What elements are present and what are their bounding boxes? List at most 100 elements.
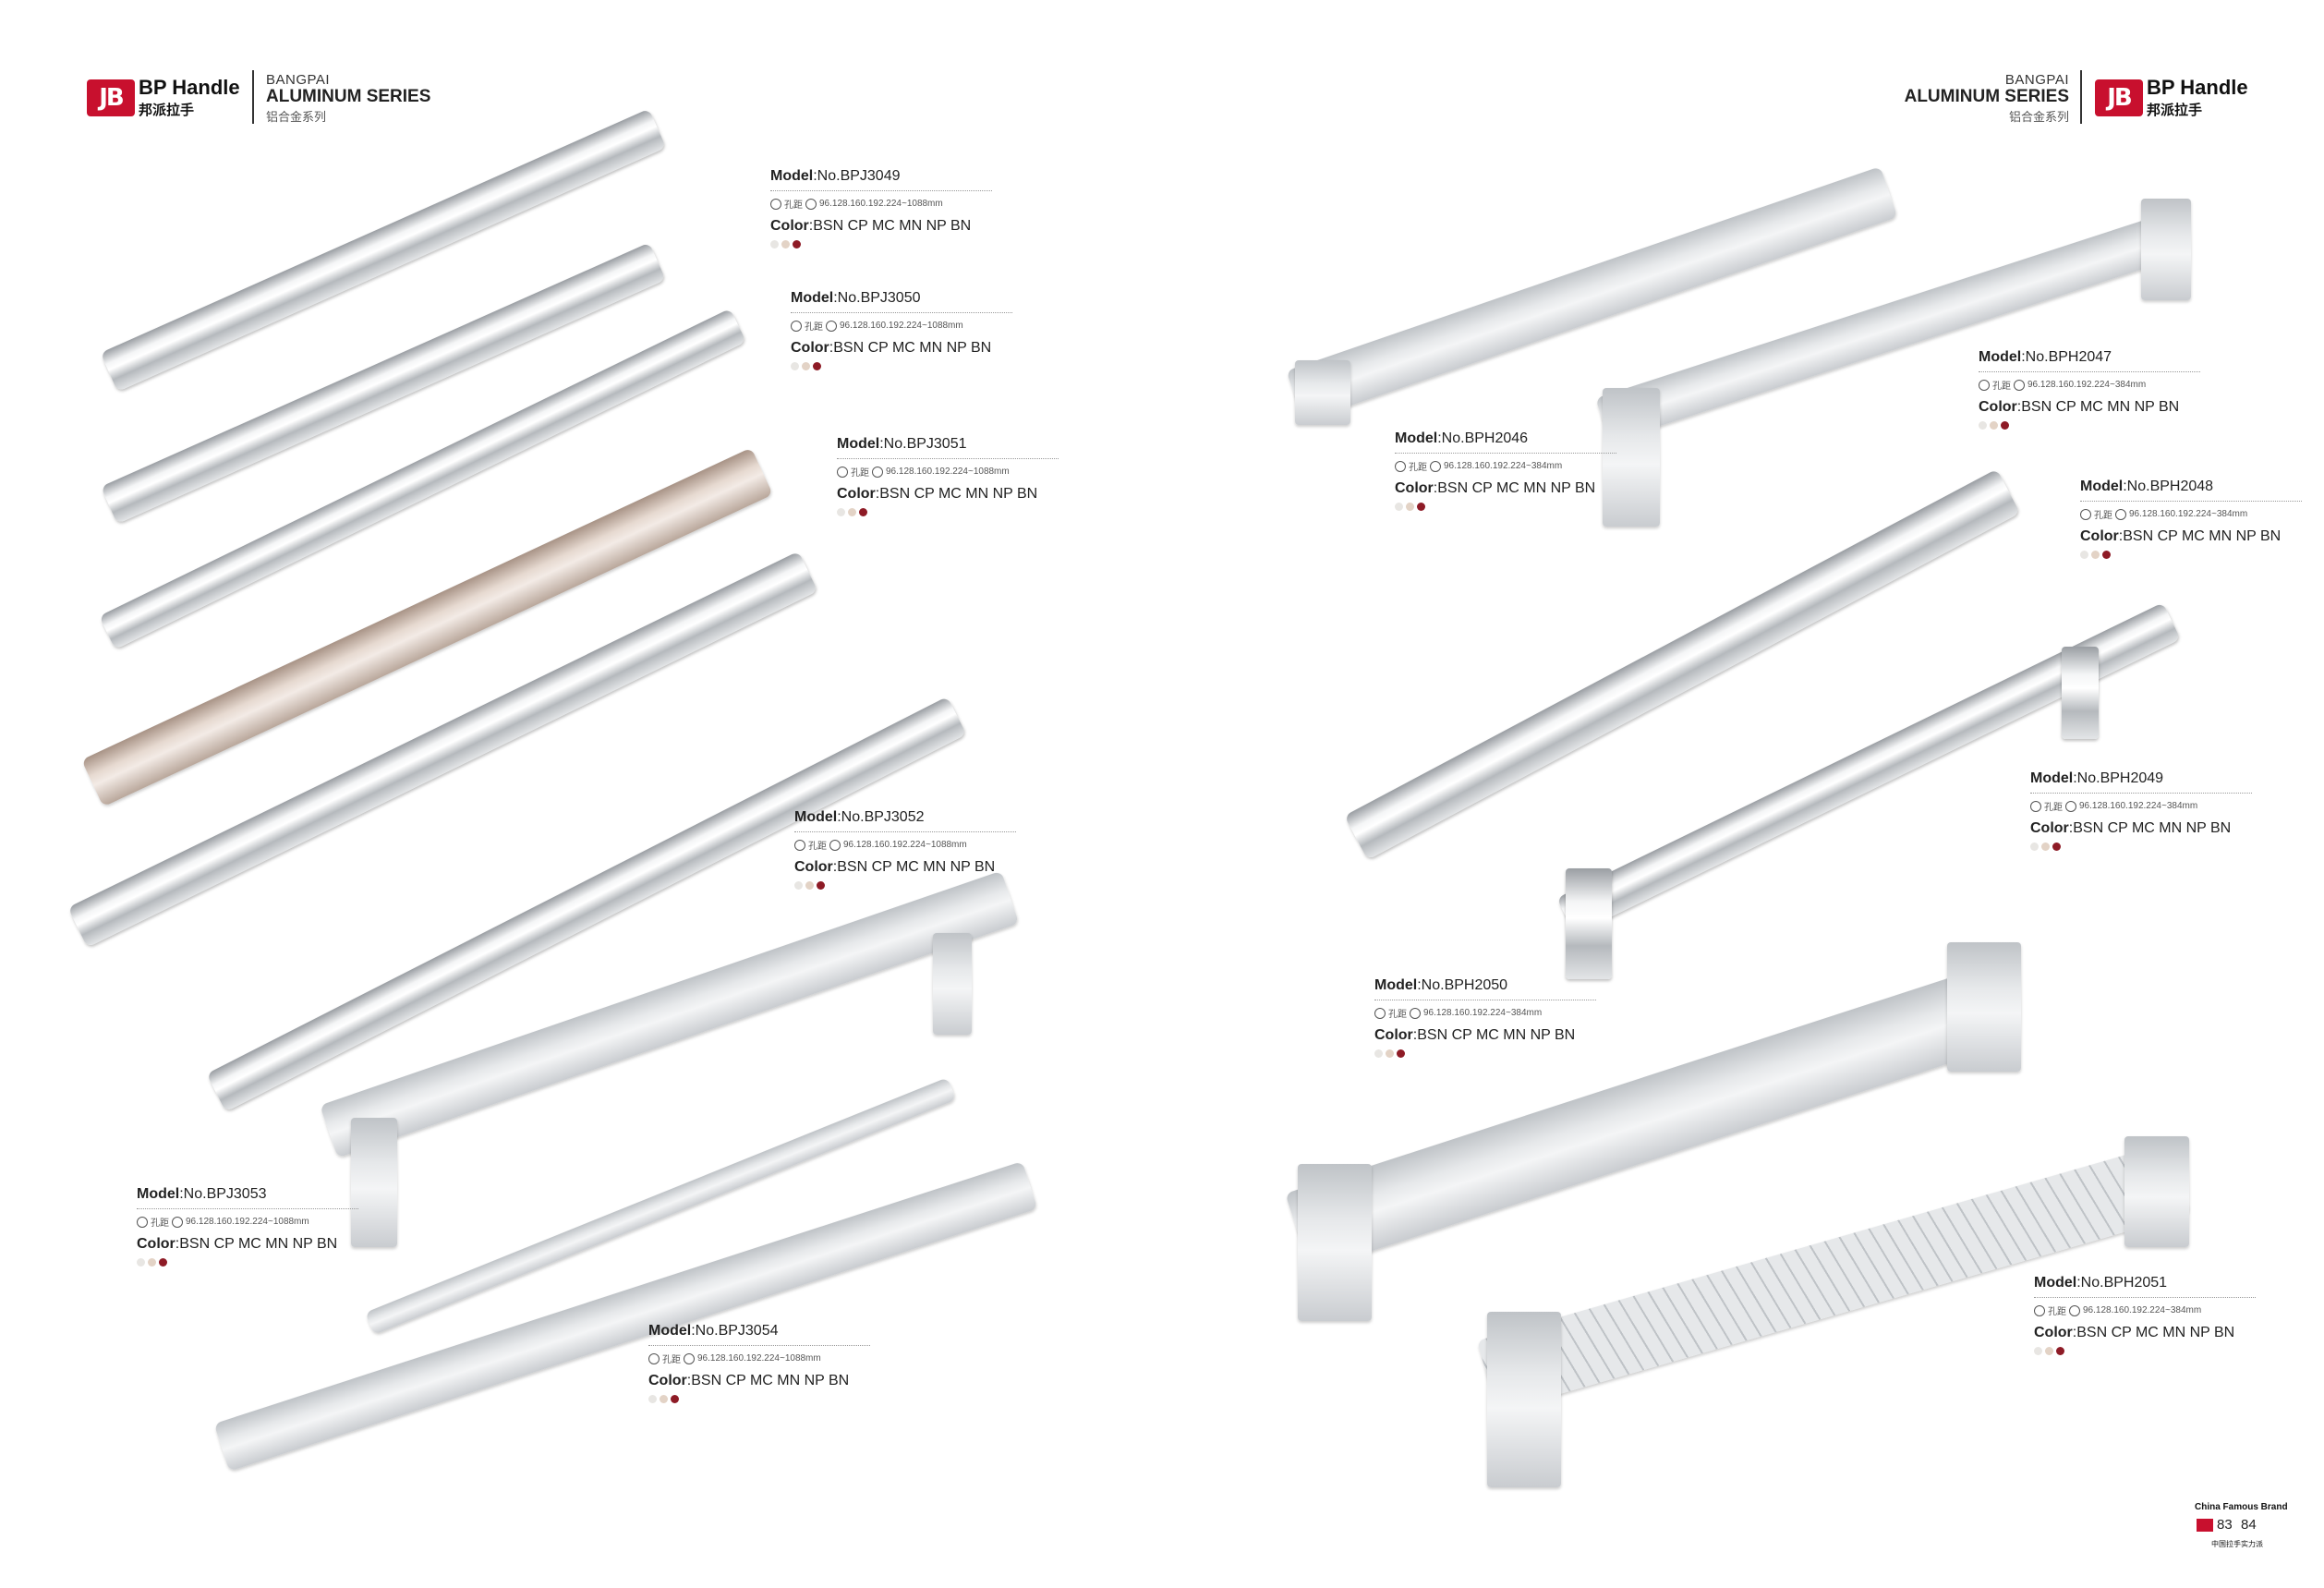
brand-badge: China Famous Brand [2195, 1502, 2288, 1512]
dotted-divider [648, 1339, 870, 1346]
color-key: Color [2030, 820, 2069, 836]
size-range: 96.128.160.192.224~1088mm [186, 1217, 309, 1227]
finish-swatch [2102, 551, 2111, 559]
finish-swatch [859, 508, 867, 516]
dotted-divider [2034, 1291, 2256, 1298]
brand-name-cn: 邦派拉手 [139, 103, 195, 118]
dotted-divider [791, 307, 1012, 313]
hole-icon [2069, 1304, 2080, 1316]
finish-swatch [2041, 842, 2050, 851]
size-range: 96.128.160.192.224~384mm [2079, 801, 2198, 811]
handle-post [1947, 942, 2021, 1072]
finish-swatch [1990, 421, 1998, 430]
handle-post [1298, 1164, 1372, 1321]
handle-image-bpj3049 [100, 108, 667, 393]
dotted-divider [2030, 787, 2252, 794]
hole-icon [2065, 800, 2076, 812]
finish-swatch [1417, 503, 1425, 511]
handle-post [2124, 1136, 2189, 1247]
hole-icon [648, 1352, 660, 1364]
page-number-left: 83 [2217, 1517, 2233, 1533]
model-key: Model [2030, 770, 2074, 786]
color-codes: :BSN CP MC MN NP BN [875, 486, 1038, 502]
model-number: :No.BPH2051 [2076, 1275, 2168, 1291]
handle-post [1566, 868, 1612, 979]
handle-post [1603, 388, 1660, 527]
dotted-divider [137, 1203, 358, 1209]
model-key: Model [794, 809, 838, 825]
color-codes: :BSN CP MC MN NP BN [686, 1373, 850, 1388]
finish-swatch [2056, 1347, 2064, 1355]
color-key: Color [837, 486, 876, 502]
brand-name-cn: 邦派拉手 [2147, 103, 2203, 118]
color-key: Color [648, 1373, 687, 1388]
color-key: Color [794, 859, 833, 875]
finish-swatch [1374, 1049, 1383, 1058]
model-key: Model [2080, 479, 2124, 494]
model-number: :No.BPJ3052 [837, 809, 925, 825]
color-codes: :BSN CP MC MN NP BN [2072, 1325, 2235, 1340]
finish-swatch [794, 881, 803, 890]
color-codes: :BSN CP MC MN NP BN [829, 340, 992, 356]
size-range: 96.128.160.192.224~1088mm [843, 840, 967, 850]
color-codes: :BSN CP MC MN NP BN [832, 859, 996, 875]
finish-swatch [813, 362, 821, 370]
color-key: Color [1979, 399, 2017, 415]
handle-post [1295, 360, 1350, 425]
header-divider [252, 70, 254, 124]
model-number: :No.BPH2048 [2123, 479, 2214, 494]
color-codes: :BSN CP MC MN NP BN [1433, 480, 1596, 496]
finish-swatch [2030, 842, 2039, 851]
size-range: 96.128.160.192.224~384mm [2027, 380, 2147, 390]
series-title: ALUMINUM SERIES [266, 87, 431, 106]
hole-icon [2080, 508, 2091, 520]
finish-swatch [648, 1395, 657, 1403]
model-number: :No.BPH2050 [1417, 977, 1508, 993]
model-key: Model [137, 1186, 180, 1202]
finish-swatch [2034, 1347, 2042, 1355]
finish-swatch [1395, 503, 1403, 511]
hole-icon [2034, 1304, 2045, 1316]
color-codes: :BSN CP MC MN NP BN [2016, 399, 2180, 415]
finish-swatch [817, 881, 825, 890]
finish-swatch [770, 240, 779, 249]
finish-swatch [671, 1395, 679, 1403]
finish-swatch [1406, 503, 1414, 511]
size-range: 96.128.160.192.224~1088mm [886, 467, 1010, 477]
series-brand: BANGPAI [266, 72, 331, 88]
model-key: Model [1395, 430, 1438, 446]
model-key: Model [648, 1323, 692, 1339]
brand-name-en: BP Handle [139, 76, 240, 99]
model-number: :No.BPJ3053 [179, 1186, 267, 1202]
series-brand: BANGPAI [2004, 72, 2069, 88]
footer: China Famous Brand 83 84 中国拉手实力派 [2191, 1502, 2302, 1558]
hole-prefix: 孔距 [2094, 511, 2112, 521]
series-title-cn: 铝合金系列 [266, 110, 327, 124]
series-title-cn: 铝合金系列 [2008, 110, 2069, 124]
brand-logo-icon: JB [2095, 79, 2143, 116]
hole-icon [770, 198, 781, 210]
series-title: ALUMINUM SERIES [1904, 87, 2069, 106]
color-codes: :BSN CP MC MN NP BN [808, 218, 972, 234]
finish-swatch [148, 1258, 156, 1267]
hole-icon [826, 320, 837, 332]
hole-icon [1374, 1007, 1386, 1019]
finish-swatch [2080, 551, 2088, 559]
color-key: Color [137, 1236, 176, 1252]
hole-icon [137, 1216, 148, 1228]
model-number: :No.BPH2047 [2021, 349, 2112, 365]
dotted-divider [1395, 447, 1616, 454]
hole-icon [2115, 508, 2126, 520]
model-number: :No.BPJ3054 [691, 1323, 779, 1339]
hole-icon [829, 839, 841, 851]
color-codes: :BSN CP MC MN NP BN [2118, 528, 2282, 544]
